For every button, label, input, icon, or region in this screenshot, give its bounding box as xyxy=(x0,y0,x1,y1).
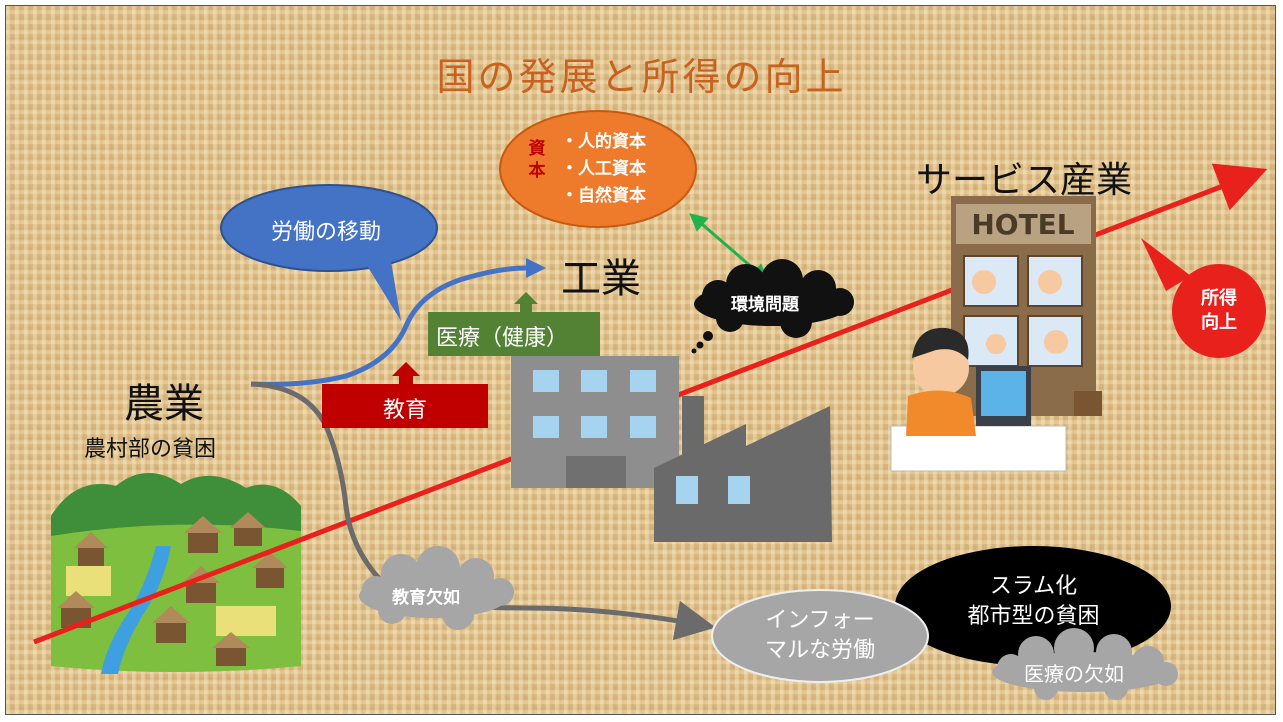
industry-label: 工業 xyxy=(561,256,641,302)
hotel-illustration xyxy=(890,196,1102,472)
lack-education-cloud xyxy=(359,546,514,630)
environment-label: 環境問題 xyxy=(731,295,799,315)
informal-oval xyxy=(711,589,929,683)
capital-item: ・自然資本 xyxy=(561,186,646,206)
environment-cloud xyxy=(691,259,854,354)
slum-label-line: スラム化 xyxy=(989,574,1078,599)
capital-label: 資本 xyxy=(527,138,547,182)
capital-list: ・人的資本 ・人工資本 ・自然資本 xyxy=(561,129,646,210)
education-arrow xyxy=(392,362,420,386)
income-label-line: 向上 xyxy=(1201,312,1237,333)
informal-label-line: インフォー xyxy=(765,608,875,633)
labor-path xyxy=(250,265,527,387)
income-bubble xyxy=(1141,238,1266,358)
labor-migration-label: 労働の移動 xyxy=(271,220,382,245)
labor-bubble xyxy=(220,184,438,321)
lack-healthcare-label: 医療の欠如 xyxy=(1024,662,1124,686)
diagram-graphics: HOTEL xyxy=(33,110,1268,700)
slum-label: スラム化 都市型の貧困 xyxy=(941,572,1126,632)
village-illustration xyxy=(51,472,301,674)
capital-oval xyxy=(499,110,697,228)
slide: HOTEL 国の発展と所得の向上 農業 農村部の貧困 工業 サービス産業 労働の… xyxy=(5,5,1276,715)
income-label-line: 所得 xyxy=(1201,288,1237,309)
education-box xyxy=(322,384,488,428)
lack-education-label: 教育欠如 xyxy=(392,588,460,608)
service-industry-label: サービス産業 xyxy=(916,160,1133,201)
page-title: 国の発展と所得の向上 xyxy=(436,55,847,99)
income-label: 所得 向上 xyxy=(1172,287,1266,335)
healthcare-arrow xyxy=(514,292,538,312)
informal-label: インフォー マルな労働 xyxy=(724,606,916,666)
informal-label-line: マルな労働 xyxy=(764,638,875,663)
labor-path-arrowhead xyxy=(526,258,546,278)
capital-label-text: 資本 xyxy=(528,139,546,181)
slum-oval xyxy=(895,546,1171,666)
healthcare-label: 医療（健康） xyxy=(436,326,569,351)
lack-healthcare-cloud xyxy=(992,628,1178,700)
capital-item: ・人工資本 xyxy=(561,159,646,179)
education-label: 教育 xyxy=(382,398,427,423)
rural-poverty-label: 農村部の貧困 xyxy=(84,437,217,462)
hotel-sign: HOTEL xyxy=(971,208,1074,241)
healthcare-box xyxy=(428,312,600,356)
capital-item: ・人的資本 xyxy=(561,132,646,152)
agriculture-label: 農業 xyxy=(124,381,204,427)
factory-illustration xyxy=(511,356,832,542)
slum-label-line: 都市型の貧困 xyxy=(967,604,1100,629)
